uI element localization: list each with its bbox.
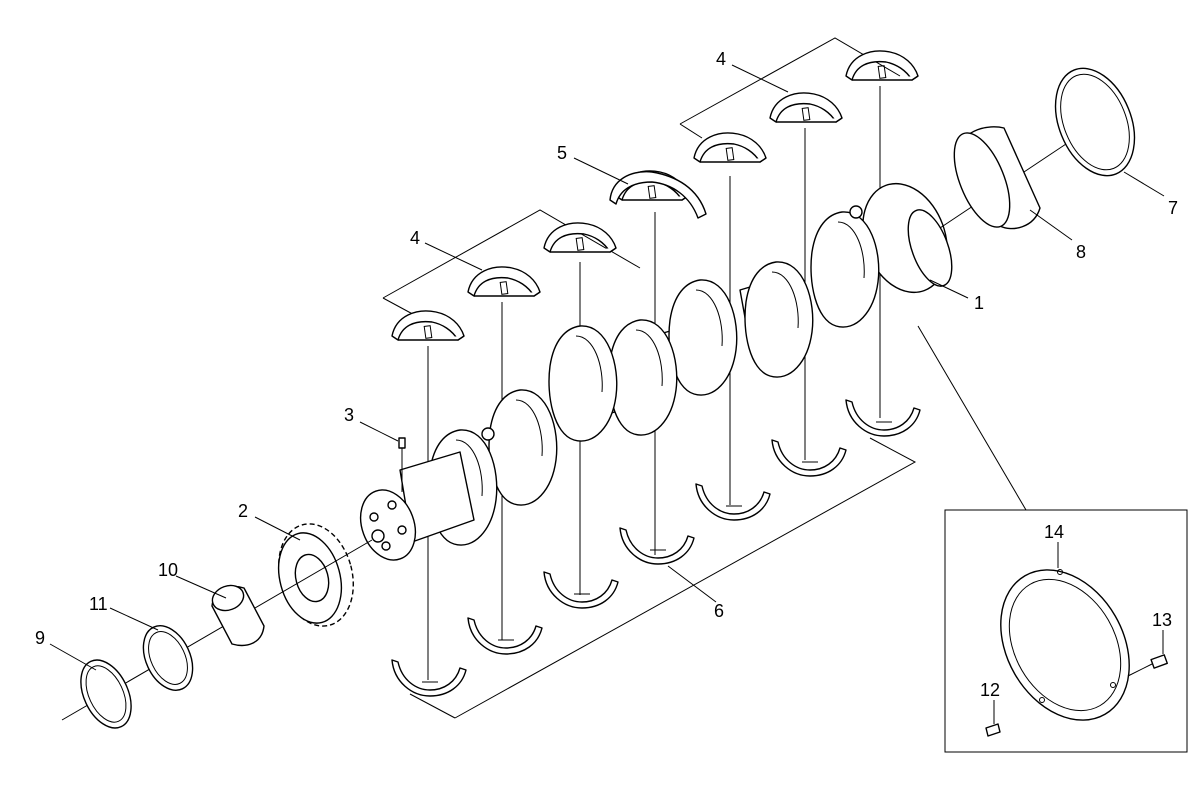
callout-11: 11 [89,594,108,614]
bearing-frame-lower [409,437,917,719]
callout-4-upper: 4 [716,49,726,69]
callout-7: 7 [1168,198,1178,218]
gasket-14 [1000,569,1130,721]
callout-12: 12 [980,680,1000,700]
dowel-12 [985,723,1001,737]
bolt-13 [1127,654,1168,677]
crankshaft [359,182,953,561]
detail-inset [917,325,1188,753]
pin-3 [398,437,406,492]
callout-2: 2 [238,501,248,521]
callout-6: 6 [714,601,724,621]
front-seal-9 [80,659,132,729]
bearing-frame-upper-left [382,209,641,319]
callout-13: 13 [1152,610,1172,630]
callout-14: 14 [1044,522,1064,542]
timing-gear-2 [277,523,354,627]
callout-8: 8 [1076,242,1086,262]
callout-5: 5 [557,143,567,163]
callout-10: 10 [158,560,178,580]
callout-4-lower: 4 [410,228,420,248]
callout-leaders [49,64,1165,724]
bearing-frame-upper-right [679,37,901,139]
thrust-bearing-5 [609,170,707,219]
callout-3: 3 [344,405,354,425]
rear-sleeve-8 [953,126,1041,230]
front-ring-11 [142,625,194,691]
callout-1: 1 [974,293,984,313]
front-sleeve-10 [211,584,265,647]
rear-seal-7 [1054,67,1136,177]
callout-9: 9 [35,628,45,648]
